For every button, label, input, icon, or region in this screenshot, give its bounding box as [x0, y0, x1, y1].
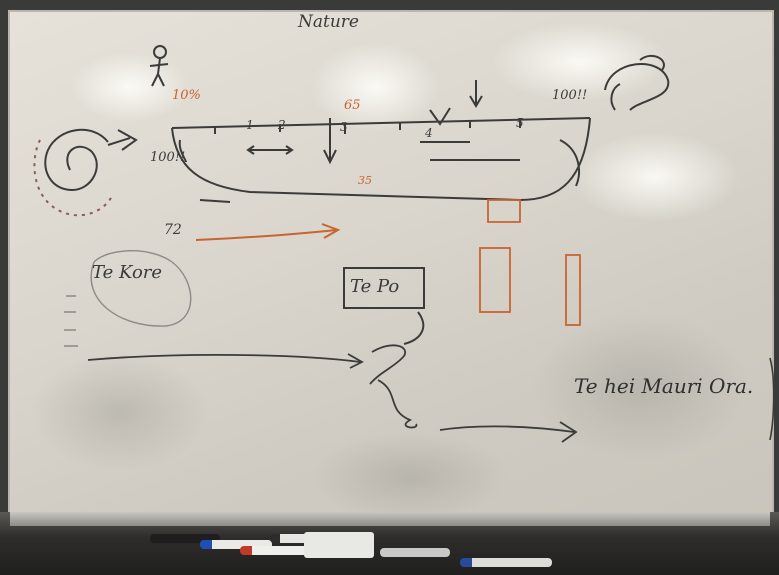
ruler-number: 1 — [246, 118, 254, 132]
percent-mid: 65 — [344, 98, 361, 113]
marker-pen — [240, 546, 312, 555]
spiral-drawing — [33, 128, 138, 217]
eraser-smudge — [310, 432, 510, 522]
label-te-po: Te Po — [350, 276, 400, 297]
red-pillars — [479, 199, 581, 326]
marker-pen — [380, 548, 450, 557]
marker-pen — [460, 558, 552, 567]
percent-right: 100!! — [552, 88, 588, 103]
marker-pen — [150, 534, 220, 543]
marker-pen — [270, 534, 330, 543]
te-kore-bubble — [64, 250, 192, 347]
percent-mid-red: 35 — [358, 174, 372, 187]
ruler-number: 3 — [340, 120, 348, 134]
arrow-label: 72 — [164, 222, 182, 238]
stick-figure — [149, 45, 169, 87]
eraser-smudge — [30, 352, 210, 472]
question-mark — [604, 54, 670, 111]
percent-low: 100!! — [150, 150, 186, 165]
bottom-arrow — [439, 421, 578, 443]
eraser-smudge — [530, 312, 750, 462]
right-bracket — [769, 357, 775, 441]
light-glare — [490, 22, 670, 102]
light-glare — [570, 132, 740, 222]
tray-ledge — [10, 512, 770, 526]
label-te-hei-mauri-ora: Te hei Mauri Ora. — [574, 374, 754, 398]
connecting-line — [87, 344, 418, 429]
te-po-box — [343, 267, 425, 345]
percent-left: 10% — [172, 88, 201, 103]
light-glare — [310, 42, 440, 132]
red-arrow — [195, 223, 341, 241]
label-te-kore: Te Kore — [92, 262, 163, 283]
light-glare — [70, 52, 190, 122]
canoe-drawing — [171, 80, 591, 203]
whiteboard — [8, 10, 774, 530]
ruler-number: 5 — [516, 116, 524, 130]
ruler-number: 4 — [425, 126, 433, 140]
ruler-number: 2 — [278, 118, 286, 132]
marker-pen — [200, 540, 272, 549]
eraser — [304, 532, 374, 558]
title-nature: Nature — [298, 12, 359, 32]
